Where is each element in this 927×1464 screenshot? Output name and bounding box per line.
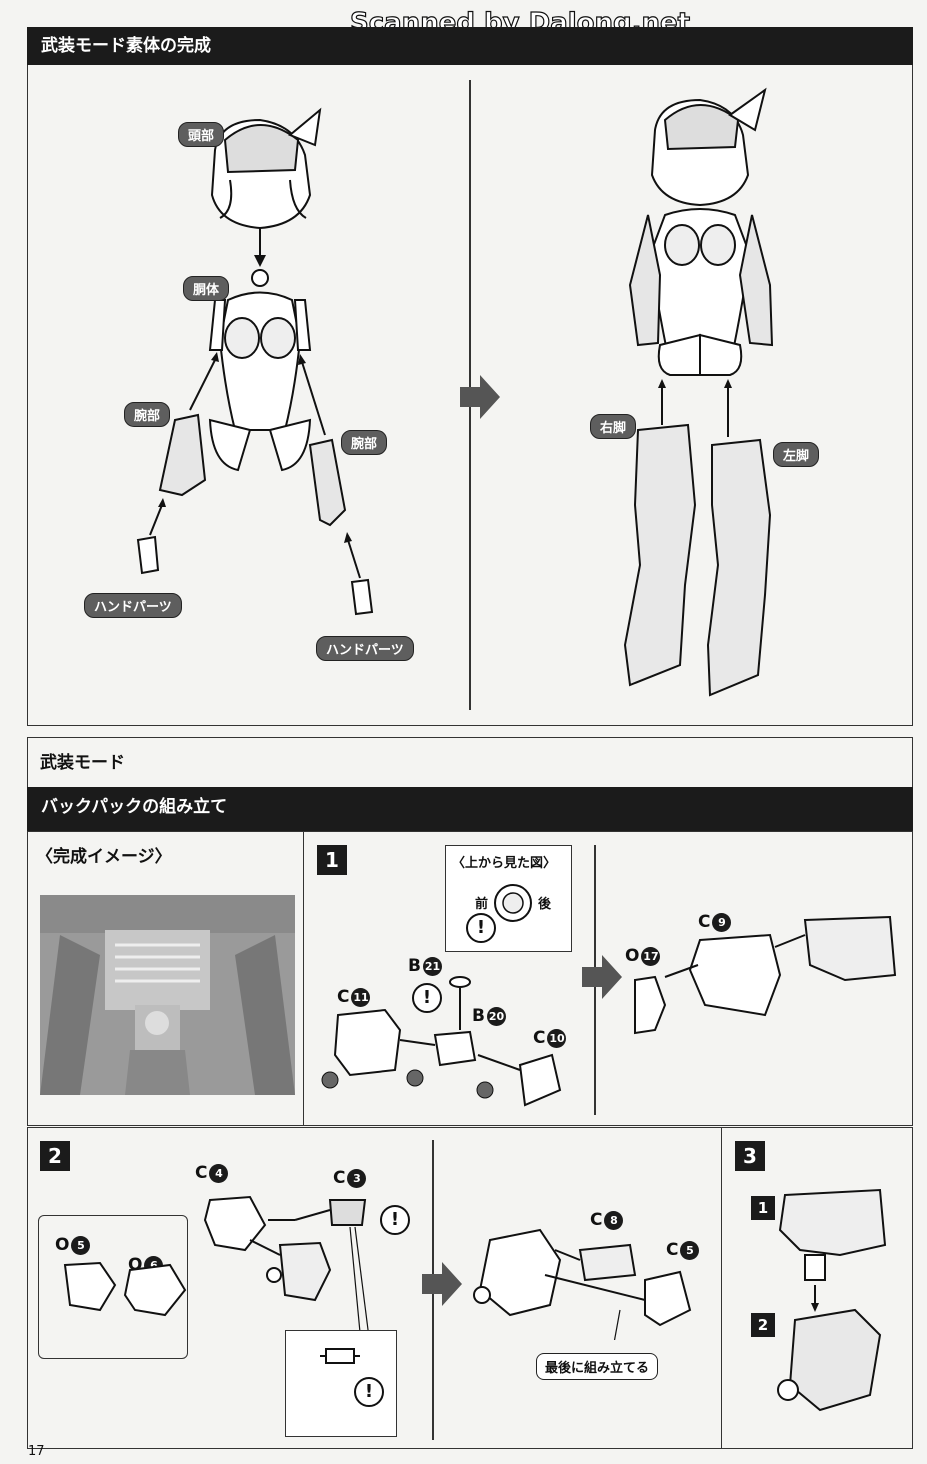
step3-frame [721, 1127, 913, 1449]
step2-subbox [38, 1215, 188, 1359]
step1-result-drawing [634, 915, 897, 1035]
section1-arrow [460, 375, 500, 419]
step2-arrow [422, 1262, 462, 1306]
step1-warning-b21: ! [412, 983, 442, 1013]
topview-back: 後 [538, 897, 552, 912]
exploded-body-figure [136, 107, 374, 616]
label-torso: 胴体 [183, 276, 230, 301]
step2-number: 2 [40, 1141, 70, 1171]
topview-part [494, 884, 532, 922]
preview-image [40, 895, 295, 1095]
step2-detail-warning: ! [354, 1377, 384, 1407]
topview-title: 〈上から見た図〉 [452, 856, 557, 871]
label-arm-right: 腕部 [341, 430, 388, 455]
label-hand-right: ハンドパーツ [316, 636, 414, 661]
step2-warning-c3: ! [380, 1205, 410, 1235]
step2-parts-drawing [63, 1195, 374, 1365]
step2-result-drawing [473, 1228, 692, 1340]
step3-sub2: 2 [751, 1313, 775, 1337]
step3-drawing [777, 1188, 887, 1412]
preview-title: 〈完成イメージ〉 [36, 847, 172, 867]
step1-parts-drawing [321, 976, 562, 1107]
label-leg-left: 左脚 [773, 442, 820, 467]
step1-arrow [582, 955, 622, 999]
section2-subtitle: バックパックの組み立て [27, 787, 913, 831]
page-number: 17 [28, 1444, 45, 1459]
section2-title: 武装モード [40, 753, 125, 773]
section1-title: 武装モード素体の完成 [27, 27, 913, 65]
label-leg-right: 右脚 [590, 414, 637, 439]
topview-front: 前 [475, 897, 489, 912]
step3-number: 3 [735, 1141, 765, 1171]
label-hand-left: ハンドパーツ [84, 593, 182, 618]
step1-number: 1 [317, 845, 347, 875]
step3-sub1: 1 [751, 1196, 775, 1220]
label-arm-left: 腕部 [124, 402, 171, 427]
label-head: 頭部 [178, 122, 225, 147]
topview-warning: ! [466, 913, 496, 943]
step2-detail-part [320, 1348, 360, 1364]
step1-frame [303, 831, 913, 1126]
step2-note: 最後に組み立てる [536, 1353, 659, 1380]
complete-body-figure [623, 87, 774, 697]
